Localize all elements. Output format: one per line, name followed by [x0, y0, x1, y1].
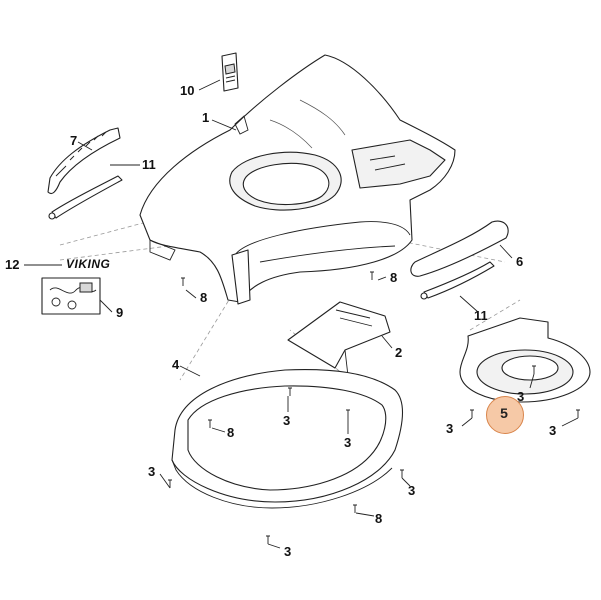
callout-3-ring-left[interactable]: 3 [148, 464, 156, 479]
callout-11-left[interactable]: 11 [142, 157, 156, 172]
part-11-trim-strip-right[interactable] [420, 261, 495, 300]
callout-12[interactable]: 12 [5, 257, 20, 272]
part-9-cable-set[interactable] [41, 277, 101, 315]
callout-10[interactable]: 10 [180, 83, 195, 98]
callout-3-bottom[interactable]: 3 [284, 544, 292, 559]
callout-9[interactable]: 9 [116, 305, 124, 320]
callout-3-ring-top[interactable]: 3 [283, 413, 291, 428]
part-2-deflector[interactable] [287, 301, 391, 381]
part-10-label-tag[interactable] [221, 52, 239, 92]
callout-6[interactable]: 6 [516, 254, 524, 269]
callout-8-right[interactable]: 8 [390, 270, 398, 285]
callout-8-bottom[interactable]: 8 [375, 511, 383, 526]
part-6-rear-flap[interactable] [410, 220, 509, 277]
callout-8-ring[interactable]: 8 [227, 425, 235, 440]
part-7-handle-grip[interactable] [47, 127, 121, 195]
highlighted-part-marker[interactable] [486, 396, 524, 434]
screws-and-bolts [168, 271, 580, 544]
part-11-trim-strip-left[interactable] [48, 175, 123, 220]
callout-1[interactable]: 1 [202, 110, 210, 125]
viking-brand-logo: VIKING [66, 257, 111, 271]
part-1-deck-housing[interactable] [139, 54, 456, 305]
callout-8-deck[interactable]: 8 [200, 290, 208, 305]
part-5-cutting-chamber[interactable] [459, 317, 591, 403]
part-4-skirt-ring[interactable] [171, 369, 403, 509]
callout-3-chamber-right[interactable]: 3 [549, 423, 557, 438]
callout-4[interactable]: 4 [172, 357, 180, 372]
callout-11-right[interactable]: 11 [474, 308, 488, 323]
callout-3-chamber-left[interactable]: 3 [446, 421, 454, 436]
callout-3-chamber[interactable]: 3 [517, 389, 525, 404]
callout-3-ring-right[interactable]: 3 [344, 435, 352, 450]
callout-2[interactable]: 2 [395, 345, 403, 360]
callout-7[interactable]: 7 [70, 133, 78, 148]
callout-3-ring-lower-right[interactable]: 3 [408, 483, 416, 498]
highlighted-part-number: 5 [500, 405, 508, 421]
